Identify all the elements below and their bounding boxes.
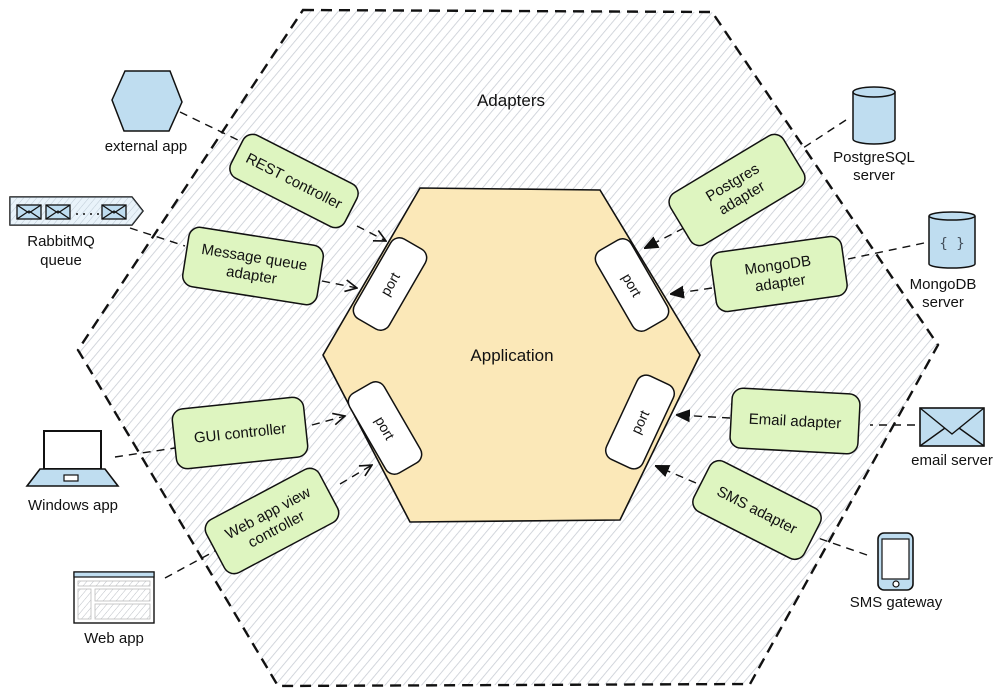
port-bottom-right[interactable]: port [602, 372, 677, 472]
external-postgresql-server[interactable]: PostgreSQL server [833, 86, 915, 184]
arrow-postgres-port [645, 227, 685, 248]
external-label: Web app [84, 630, 144, 647]
port-top-right[interactable]: port [592, 235, 673, 335]
envelope-icon [919, 407, 985, 447]
external-rabbitmq-queue[interactable]: RabbitMQ queue [9, 196, 144, 269]
external-label: SMS gateway [850, 594, 943, 611]
externals: external app RabbitMQ queue [9, 70, 993, 647]
curly-braces-glyph: { } [939, 236, 964, 252]
smartphone-icon [877, 532, 914, 591]
arrow-mongo-port [671, 288, 713, 294]
hexagon-icon [111, 70, 183, 132]
adapter-message-queue[interactable]: Message queue adapter [181, 226, 325, 307]
adapter-label: adapter [754, 271, 807, 295]
arrow-sms-port [656, 466, 697, 484]
external-email-server[interactable]: email server [911, 407, 993, 469]
document-database-icon: { } [928, 211, 976, 269]
adapters-label: Adapters [477, 91, 545, 110]
connector-web-webview [164, 550, 216, 579]
laptop-icon [25, 430, 120, 487]
arrow-rest-port [356, 225, 386, 241]
adapter-label: Email adapter [748, 411, 841, 433]
external-label: server [853, 167, 895, 184]
port-top-left[interactable]: port [350, 234, 431, 334]
external-label: Windows app [28, 497, 118, 514]
connector-extapp-rest [179, 111, 243, 143]
adapter-email[interactable]: Email adapter [729, 387, 861, 455]
connector-windows-gui [114, 447, 176, 458]
application-label: Application [470, 346, 553, 365]
browser-window-icon [73, 571, 155, 624]
connections [114, 111, 925, 579]
external-mongodb-server[interactable]: { } MongoDB server [910, 211, 977, 311]
arrow-webview-port [339, 465, 372, 485]
database-icon [852, 86, 896, 145]
external-label: PostgreSQL [833, 149, 915, 166]
connector-rabbit-mq [129, 227, 186, 247]
external-label: queue [40, 252, 82, 269]
message-queue-icon [9, 196, 144, 226]
ports: port port port port [345, 234, 677, 478]
external-label: MongoDB [910, 276, 977, 293]
external-label: email server [911, 452, 993, 469]
arrow-email-port [677, 415, 731, 418]
adapter-mongodb[interactable]: MongoDB adapter [709, 235, 848, 313]
adapters: REST controller Message queue adapter GU… [171, 133, 861, 575]
external-sms-gateway[interactable]: SMS gateway [850, 532, 943, 611]
port-bottom-left[interactable]: port [345, 378, 426, 478]
connector-smsgw-sms [814, 536, 868, 556]
connector-pg-postgres [799, 119, 847, 151]
external-web-app[interactable]: Web app [73, 571, 155, 647]
arrow-mq-port [321, 281, 357, 288]
external-windows-app[interactable]: Windows app [25, 430, 120, 514]
external-label: server [922, 294, 964, 311]
adapter-gui-controller[interactable]: GUI controller [171, 396, 309, 470]
arrow-gui-port [311, 416, 345, 426]
external-label: external app [105, 138, 188, 155]
external-label: RabbitMQ [27, 233, 95, 250]
external-app[interactable]: external app [105, 70, 188, 155]
